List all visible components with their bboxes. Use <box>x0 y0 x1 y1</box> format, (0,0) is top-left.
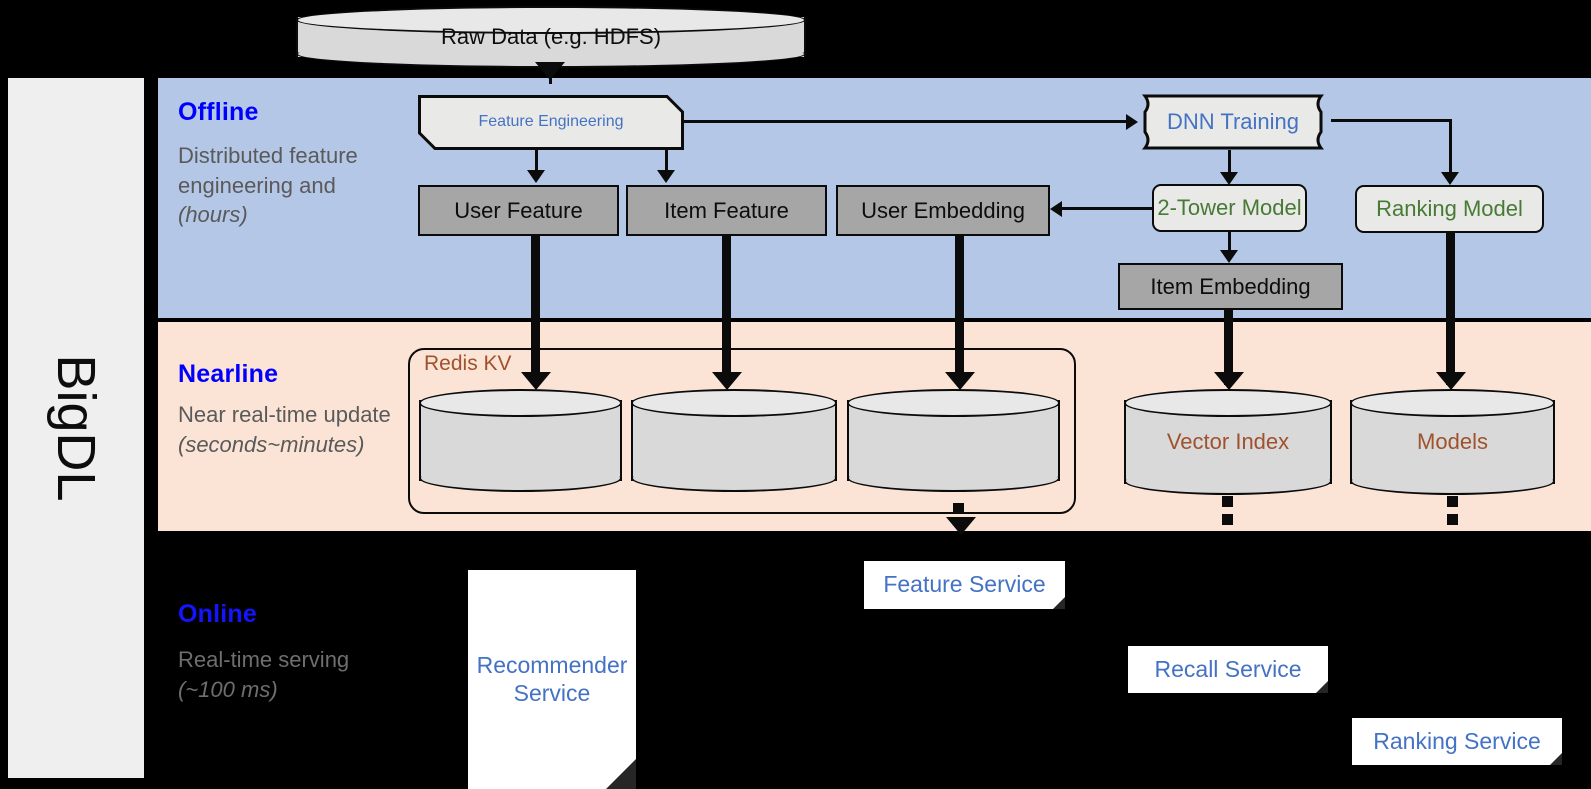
ranking-service-document[interactable]: Ranking Service <box>1352 718 1562 765</box>
raw-data-cylinder: Raw Data (e.g. HDFS) <box>296 6 806 68</box>
online-desc-italic: (~100 ms) <box>178 676 278 702</box>
connector-fe-itemfeature <box>665 150 668 172</box>
recommender-service-line2: Service <box>513 679 591 706</box>
user-embedding-label: User Embedding <box>861 197 1025 223</box>
dnn-training-box[interactable]: DNN Training <box>1135 94 1331 150</box>
connector-dnn-twotower <box>1228 150 1231 180</box>
nearline-desc-text: Near real-time update <box>178 402 391 427</box>
user-feature-label: User Feature <box>454 197 583 223</box>
feature-service-label: Feature Service <box>883 571 1046 598</box>
stage-description-offline: Distributed feature engineering and (hou… <box>178 141 408 230</box>
dnn-training-label: DNN Training <box>1166 109 1300 135</box>
feature-engineering-label: Feature Engineering <box>478 113 624 131</box>
feature-engineering-outline <box>418 95 684 150</box>
nearline-desc-italic: (seconds~minutes) <box>178 431 365 457</box>
connector-dnn-ranking-v <box>1449 119 1452 181</box>
vector-index-label: Vector Index <box>1166 429 1290 454</box>
arrowhead-itemfeature-store <box>712 372 742 390</box>
arrowhead-rawdata-fe <box>535 62 565 80</box>
stage-title-nearline: Nearline <box>178 360 279 388</box>
online-desc-text: Real-time serving <box>178 647 350 672</box>
dash-ranking-1 <box>1447 496 1458 507</box>
recommender-service-document[interactable]: Recommender Service <box>468 570 636 789</box>
offline-desc-italic: (hours) <box>178 202 248 228</box>
pipe-itemfeature-store <box>722 236 731 384</box>
vector-index-cylinder: Vector Index <box>1124 389 1332 495</box>
arrowhead-itemembedding-vectorindex <box>1214 372 1244 390</box>
connector-twotower-itemembedding <box>1228 232 1231 254</box>
dnn-training-outline <box>1142 94 1324 150</box>
arrowhead-rankingmodel-models <box>1436 372 1466 390</box>
bigdl-rail <box>8 78 144 778</box>
arrowhead-featureservice <box>946 517 976 535</box>
cylinder-top <box>419 389 622 417</box>
models-cylinder: Models <box>1350 389 1555 495</box>
cylinder-top <box>631 389 837 417</box>
connector-fe-userfeature <box>535 150 538 172</box>
offline-desc-text: Distributed feature engineering and <box>178 143 358 198</box>
pipe-itemembedding-vectorindex <box>1224 310 1233 385</box>
arrowhead-userembedding-store <box>945 372 975 390</box>
ranking-service-label: Ranking Service <box>1373 727 1541 754</box>
dash-recall-1 <box>1222 496 1233 507</box>
store-cylinder-item-feature <box>631 389 837 492</box>
dash-featureservice-1 <box>953 503 964 514</box>
recommender-service-text: Recommender Service <box>468 570 636 789</box>
models-label: Models <box>1417 429 1488 454</box>
recall-service-document[interactable]: Recall Service <box>1128 646 1328 693</box>
arrowhead-twotower-itemembedding <box>1220 250 1238 263</box>
item-embedding-box[interactable]: Item Embedding <box>1118 263 1343 310</box>
pipe-userfeature-store <box>531 236 540 384</box>
user-feature-box[interactable]: User Feature <box>418 185 619 236</box>
store-cylinder-user-embedding <box>847 389 1060 492</box>
store-cylinder-user-feature <box>419 389 622 492</box>
arrowhead-fe-itemfeature <box>657 170 675 183</box>
arrowhead-dnn-twotower <box>1220 172 1238 185</box>
ranking-model-label: Ranking Model <box>1376 196 1523 222</box>
two-tower-model-label: 2-Tower Model <box>1157 195 1302 221</box>
redis-kv-label: Redis KV <box>424 352 512 375</box>
ranking-model-box[interactable]: Ranking Model <box>1355 185 1544 233</box>
item-embedding-label: Item Embedding <box>1150 273 1311 299</box>
stage-description-nearline: Near real-time update (seconds~minutes) <box>178 400 408 459</box>
cylinder-top <box>1124 389 1332 417</box>
redis-kv-container <box>408 348 1076 514</box>
item-feature-box[interactable]: Item Feature <box>626 185 827 236</box>
stage-description-online: Real-time serving (~100 ms) <box>178 645 408 704</box>
connector-twotower-userembedding <box>1062 207 1154 210</box>
pipe-userembedding-store <box>955 236 964 384</box>
raw-data-label: Raw Data (e.g. HDFS) <box>440 24 662 49</box>
feature-service-document[interactable]: Feature Service <box>864 561 1065 609</box>
recommender-service-line1: Recommender <box>476 651 628 678</box>
arrowhead-fe-userfeature <box>527 170 545 183</box>
cylinder-top <box>847 389 1060 417</box>
feature-engineering-fill <box>418 95 684 150</box>
connector-dnn-ranking-h <box>1331 119 1451 122</box>
user-embedding-box[interactable]: User Embedding <box>836 185 1050 236</box>
recall-service-label: Recall Service <box>1154 655 1302 682</box>
cylinder-top <box>296 6 806 34</box>
stage-title-online: Online <box>178 600 257 628</box>
two-tower-model-box[interactable]: 2-Tower Model <box>1152 184 1307 232</box>
item-feature-label: Item Feature <box>664 197 789 223</box>
arrowhead-dnn-ranking <box>1441 172 1459 185</box>
arrowhead-fe-dnn <box>1126 114 1138 130</box>
feature-engineering-box[interactable]: Feature Engineering <box>418 95 684 150</box>
arrowhead-twotower-userembedding <box>1050 201 1062 217</box>
arrowhead-userfeature-store <box>521 372 551 390</box>
connector-fe-dnn <box>684 120 1131 123</box>
dash-ranking-2 <box>1447 514 1458 525</box>
stage-title-offline: Offline <box>178 98 259 126</box>
pipe-rankingmodel-models <box>1446 233 1455 385</box>
dash-recall-2 <box>1222 514 1233 525</box>
cylinder-top <box>1350 389 1555 417</box>
